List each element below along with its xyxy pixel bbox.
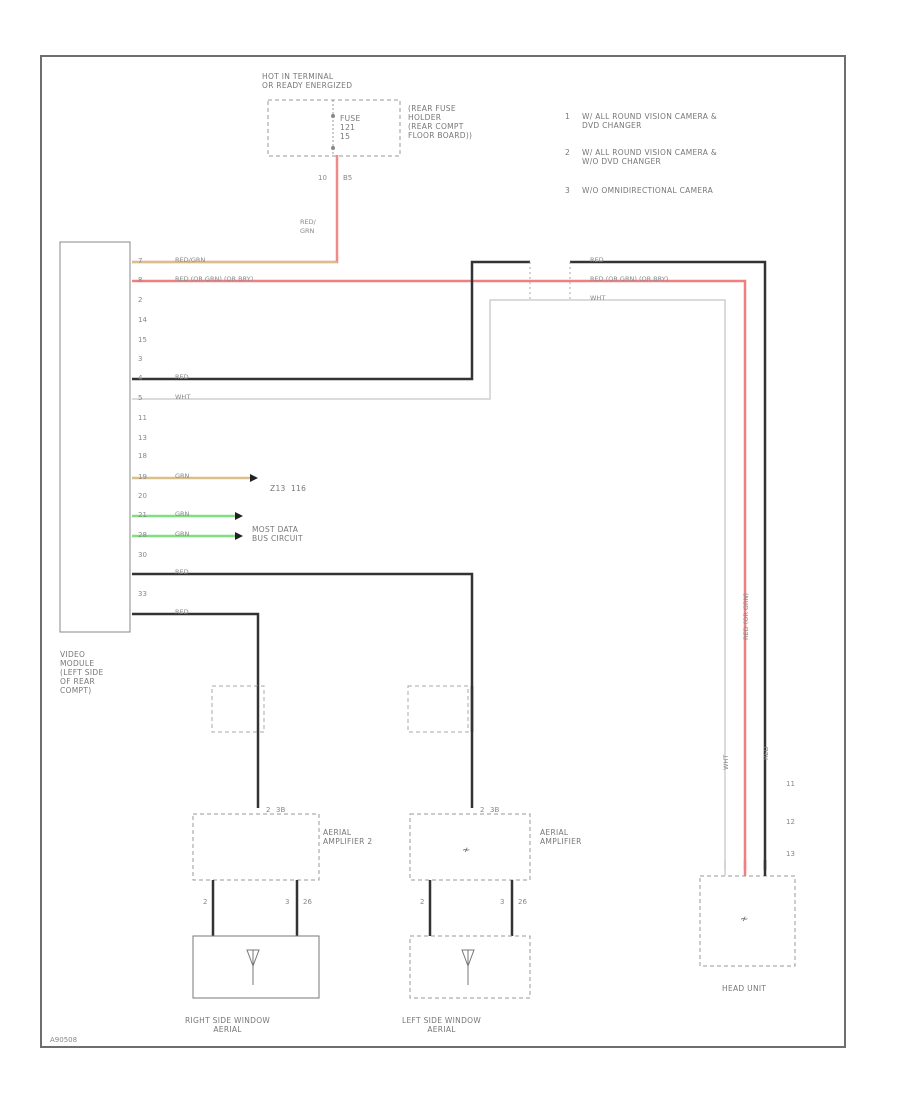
- video-module-label: VIDEO MODULE (LEFT SIDE OF REAR COMPT): [60, 650, 104, 695]
- wire-p5-wht: [132, 299, 726, 870]
- left-aerial-label: LEFT SIDE WINDOW AERIAL: [402, 1016, 482, 1034]
- fuse-pin-1: 10: [318, 174, 327, 182]
- fuse-header: HOT IN TERMINAL OR READY ENERGIZED: [262, 72, 353, 90]
- right-wire-bot: WHT: [590, 294, 606, 302]
- fuse-box: [267, 99, 401, 157]
- head-unit-label: HEAD UNIT: [722, 984, 767, 993]
- legend-num-1: 1: [565, 112, 571, 121]
- amp2-label: AERIAL AMPLIFIER 2: [323, 828, 373, 846]
- wire-label-p20: GRN: [175, 510, 190, 518]
- wire-label-p5: WHT: [175, 393, 191, 401]
- vm-pin: 20: [138, 492, 147, 500]
- vm-pin: 15: [138, 336, 147, 344]
- vert-label-red: RED: [762, 746, 770, 760]
- antenna-icon-left: [461, 949, 475, 985]
- vm-pin: 19: [138, 473, 147, 481]
- legend-num-2: 2: [565, 148, 571, 157]
- right-aerial-box: [192, 935, 320, 999]
- right-wire-mid: RED (OR GRN) (OR BRY): [590, 275, 669, 283]
- vm-pin: 21: [138, 511, 147, 519]
- right-wire-top: RED: [590, 256, 604, 264]
- legend-num-3: 3: [565, 186, 571, 195]
- legend-text-3: W/O OMNIDIRECTIONAL CAMERA: [582, 186, 714, 195]
- vm-pin: 2: [138, 296, 143, 304]
- fuse-pin-2: B5: [343, 174, 353, 182]
- vm-pin: 28: [138, 531, 147, 539]
- vm-pin: 14: [138, 316, 147, 324]
- diagram-frame: [40, 55, 846, 1048]
- video-module-box: [59, 241, 131, 633]
- wire-label-p30: RED: [175, 568, 189, 576]
- amp1-pin-bottom: 2: [420, 898, 425, 906]
- arrow-p18: [250, 474, 258, 482]
- left-aerial-box: [409, 935, 531, 999]
- svg-text:≁: ≁: [462, 845, 470, 856]
- z13-ref: Z13 116: [270, 484, 307, 493]
- wire-label-p4: RED: [175, 373, 189, 381]
- vert-label-wht: WHT: [722, 754, 730, 770]
- fuse-label: FUSE 121 15: [340, 114, 361, 141]
- right-aerial-label: RIGHT SIDE WINDOW AERIAL: [185, 1016, 271, 1034]
- amp1-pin: 2: [480, 806, 485, 814]
- amp2-pin: 2: [266, 806, 271, 814]
- diagram-code: A90508: [50, 1036, 78, 1044]
- wire-p33: [132, 612, 260, 808]
- vm-pin: 3: [138, 355, 143, 363]
- antenna-icon-right: [246, 949, 260, 985]
- wire-label-p7: RED/GRN: [175, 256, 206, 264]
- amp2-pin-bottom: 26: [303, 898, 312, 906]
- fuse-wire-label: RED/ GRN: [300, 218, 316, 235]
- head-unit-box: [699, 875, 796, 967]
- amp1-pin: 3B: [490, 806, 500, 814]
- wire-label-p33: RED: [175, 608, 189, 616]
- amp2-box: [192, 813, 320, 881]
- amp2-pin: 3B: [276, 806, 286, 814]
- head-unit-pin: 12: [786, 818, 795, 826]
- amp2-pin-bottom: 2: [203, 898, 208, 906]
- wire-label-p18: GRN: [175, 472, 190, 480]
- wire-label-p8: RED (OR GRN) (OR BRY): [175, 275, 254, 283]
- vm-pin: 8: [138, 276, 143, 284]
- amp1-box: [409, 813, 531, 881]
- connector-right-inline: [211, 685, 265, 733]
- vm-pin: 33: [138, 590, 147, 598]
- amp1-label: AERIAL AMPLIFIER: [540, 828, 582, 846]
- amp1-pin-bottom: 3: [500, 898, 505, 906]
- legend-text-2: W/ ALL ROUND VISION CAMERA & W/O DVD CHA…: [582, 148, 718, 166]
- vm-pin: 5: [138, 394, 143, 402]
- amp2-pin-bottom: 3: [285, 898, 290, 906]
- wire-p4: [132, 260, 530, 381]
- wire-p8-red: [132, 279, 747, 870]
- legend-text-1: W/ ALL ROUND VISION CAMERA & DVD CHANGER: [582, 112, 718, 130]
- fuse-holder: (REAR FUSE HOLDER (REAR COMPT FLOOR BOAR…: [408, 104, 473, 140]
- vm-pin: 11: [138, 414, 147, 422]
- vm-pin: 7: [138, 257, 143, 265]
- most-bus-label: MOST DATA BUS CIRCUIT: [252, 525, 303, 543]
- amp1-pin-bottom: 26: [518, 898, 527, 906]
- head-unit-pin: 13: [786, 850, 795, 858]
- vm-pin: 18: [138, 452, 147, 460]
- vert-label-red-grn: RED (OR GRN): [742, 593, 750, 640]
- vm-pin: 4: [138, 374, 143, 382]
- vm-pin: 30: [138, 551, 147, 559]
- vm-pin: 13: [138, 434, 147, 442]
- svg-text:≁: ≁: [740, 914, 748, 925]
- wire-top-right: [570, 260, 767, 870]
- wire-fuse-red: [132, 155, 339, 264]
- connector-left-inline: [407, 685, 469, 733]
- wire-label-p21: GRN: [175, 530, 190, 538]
- head-unit-pin: 11: [786, 780, 795, 788]
